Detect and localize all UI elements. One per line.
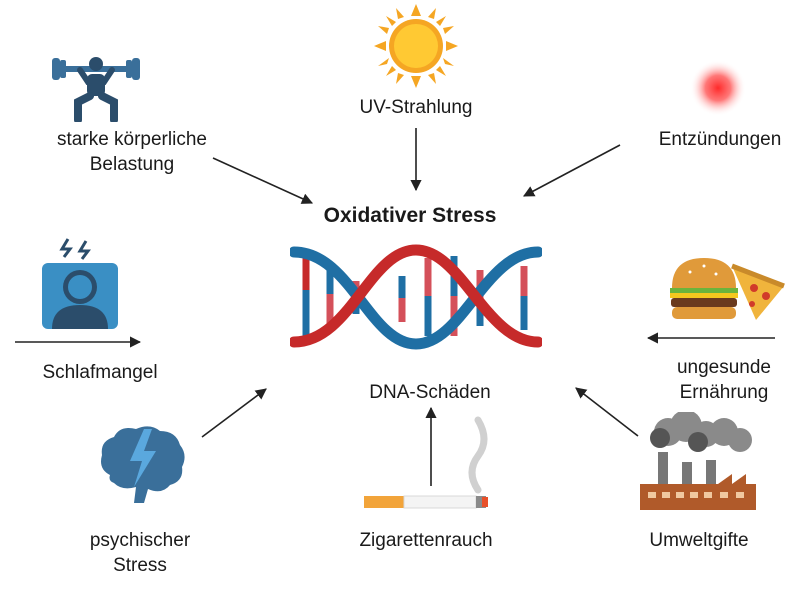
label-psych-line2: Stress: [113, 555, 167, 576]
label-psych-line1: psychischer: [89, 530, 191, 551]
cigarette-icon: [364, 416, 488, 509]
factory-icon: [640, 412, 756, 510]
center-title: Oxidativer Stress: [323, 204, 497, 227]
weightlifter-icon: [52, 57, 140, 122]
label-smoke: Zigarettenrauch: [359, 530, 493, 551]
label-physical-line2: Belastung: [89, 154, 175, 175]
label-diet-line1: ungesunde: [676, 357, 772, 378]
label-inflammation: Entzündungen: [658, 129, 782, 150]
inflammation-icon: [690, 60, 746, 116]
label-uv: UV-Strahlung: [359, 97, 473, 118]
label-sleep: Schlafmangel: [42, 362, 158, 383]
label-physical-line1: starke körperliche: [57, 129, 207, 150]
label-diet-line2: Ernährung: [679, 382, 769, 403]
label-toxins: Umweltgifte: [649, 530, 749, 551]
brain-icon: [101, 426, 185, 503]
food-icon: [670, 258, 785, 320]
sleep-deprivation-icon: [42, 238, 118, 329]
arrow-psych: [201, 388, 267, 438]
center-subtitle: DNA-Schäden: [369, 382, 491, 403]
arrow-inflammation: [523, 144, 621, 197]
label-physical: starke körperliche Belastung: [8, 127, 256, 177]
label-diet: ungesunde Ernährung: [650, 355, 798, 405]
arrow-physical: [212, 157, 314, 204]
dna-helix-icon: [290, 244, 542, 350]
label-psych: psychischer Stress: [60, 528, 220, 578]
arrow-toxins: [575, 387, 639, 437]
sun-icon: [374, 4, 458, 88]
